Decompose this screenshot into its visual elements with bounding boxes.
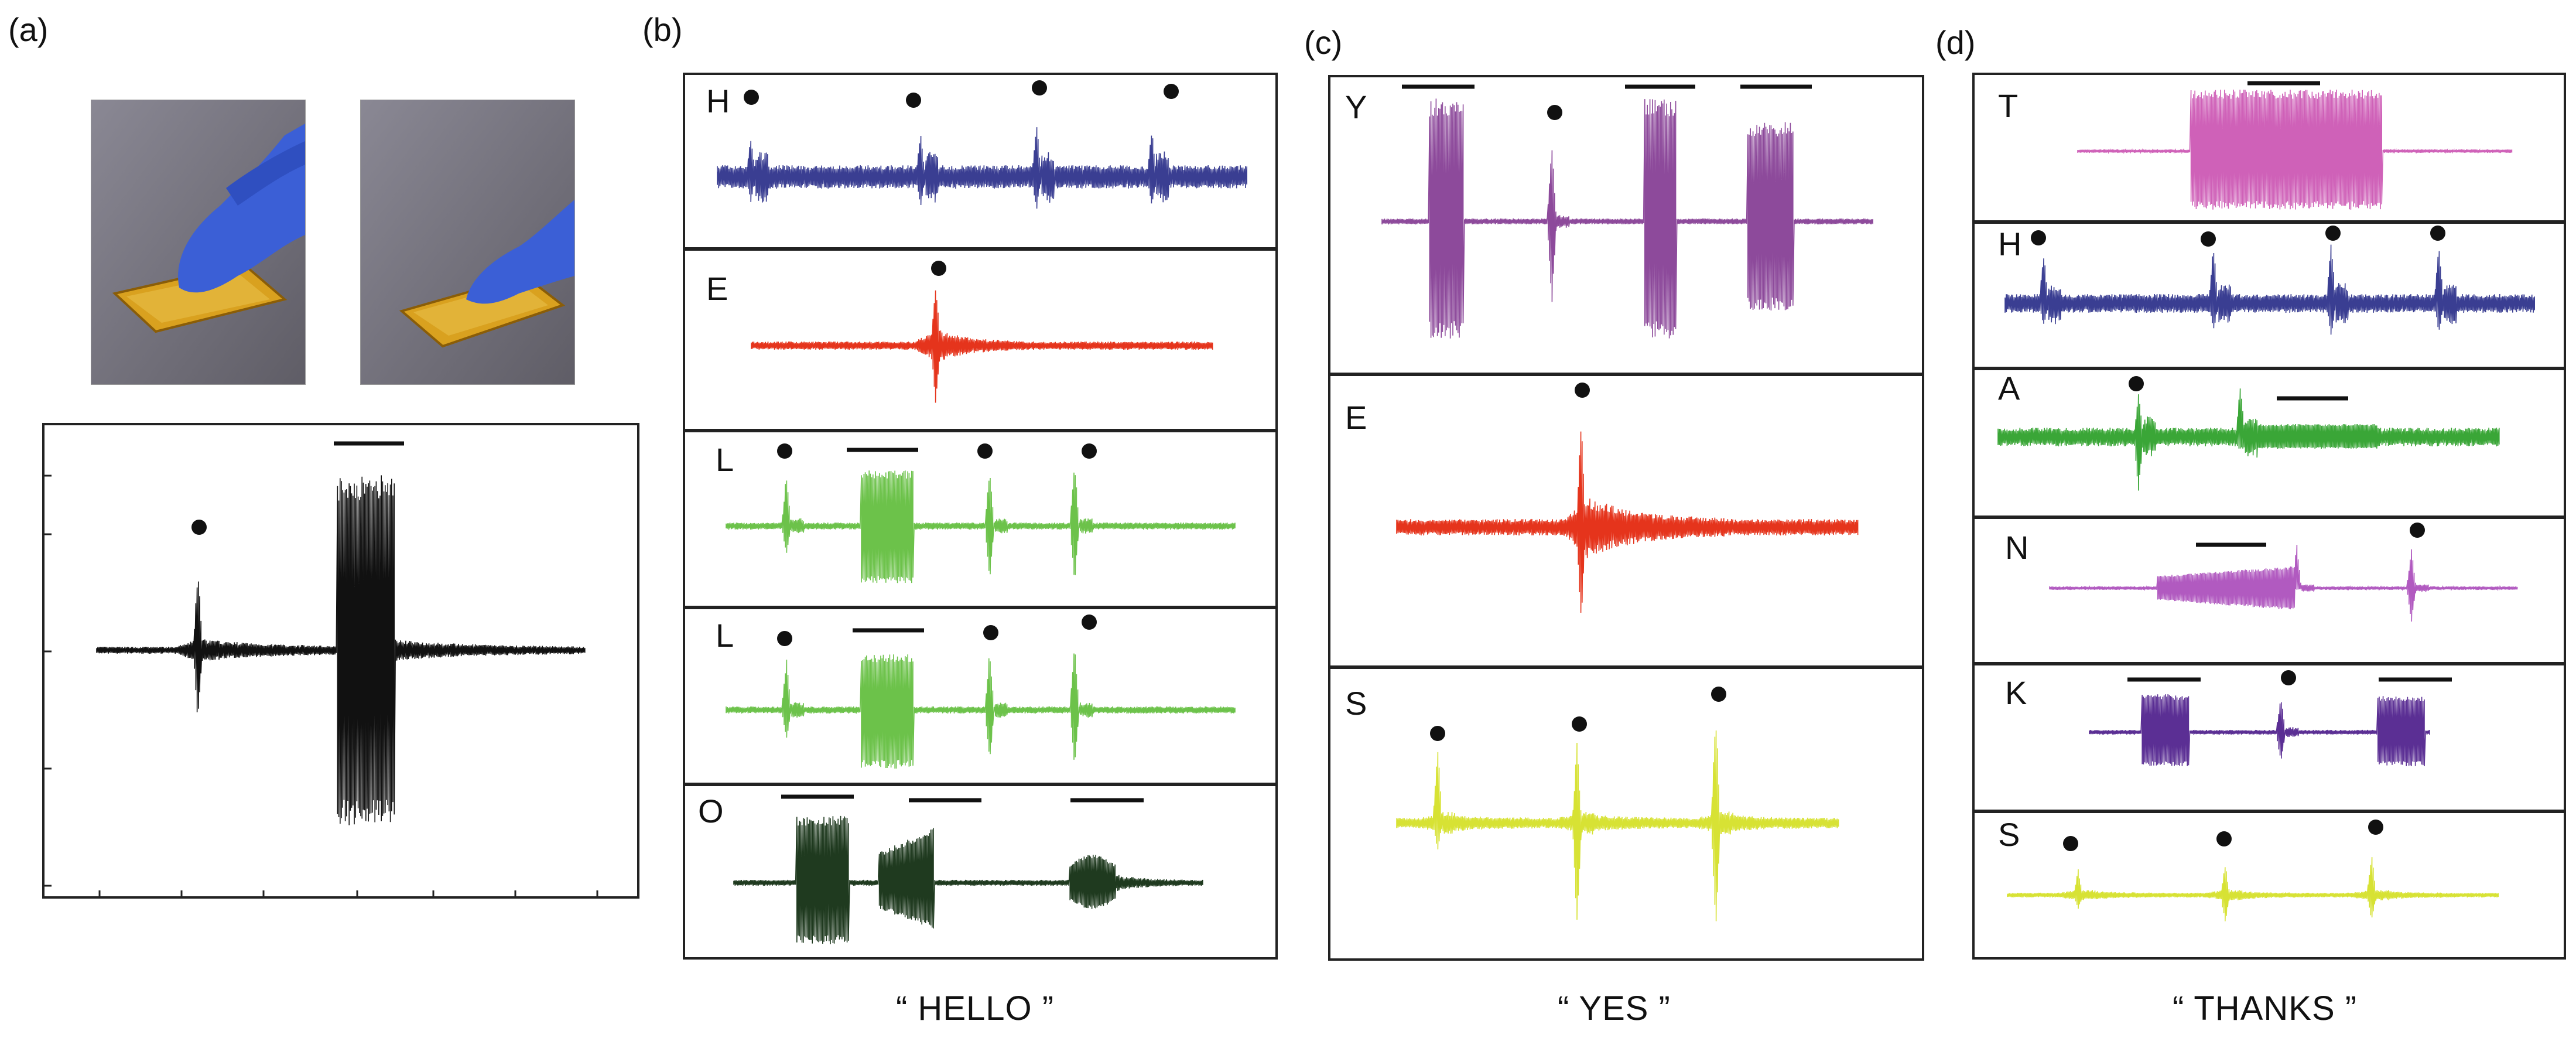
dot-marker-icon	[2430, 226, 2445, 241]
dot-marker-icon	[2325, 226, 2341, 241]
panel-label-b: (b)	[642, 11, 683, 48]
dot-marker-icon	[191, 520, 207, 535]
letter-d-0: T	[1998, 87, 2019, 124]
trace-d-s	[2007, 857, 2499, 921]
dot-marker-icon	[906, 93, 921, 108]
trace-box-d-h	[1972, 221, 2566, 369]
dot-marker-icon	[2281, 670, 2296, 685]
letter-c-0: Y	[1345, 88, 1367, 125]
letter-c-1: E	[1345, 399, 1367, 436]
caption-hello: “ HELLO ”	[896, 989, 1055, 1027]
trace-c-y	[1381, 98, 1873, 339]
dot-marker-icon	[777, 631, 792, 646]
letter-d-4: K	[2005, 674, 2027, 711]
dot-marker-icon	[777, 443, 792, 459]
trace-c-e	[1396, 431, 1859, 613]
dot-marker-icon	[983, 625, 998, 640]
letter-b-4: O	[698, 793, 724, 829]
trace-d-a	[1997, 388, 2500, 491]
letter-d-5: S	[1998, 816, 2020, 853]
dot-marker-icon	[1430, 726, 1445, 741]
trace-d-h	[2004, 244, 2535, 335]
trace-d-k	[2089, 694, 2430, 767]
dot-marker-icon	[1082, 615, 1097, 630]
trace-b-l1	[726, 470, 1236, 583]
dot-marker-icon	[1711, 687, 1726, 702]
dot-marker-icon	[1164, 84, 1179, 99]
dot-marker-icon	[2063, 836, 2078, 851]
trace-box-d-s	[1972, 811, 2566, 960]
dot-marker-icon	[977, 443, 993, 459]
photo-finger-press	[91, 100, 306, 385]
dot-marker-icon	[744, 90, 759, 105]
dot-marker-icon	[1572, 716, 1587, 732]
trace-d-n	[2049, 544, 2518, 622]
caption-thanks: “ THANKS ”	[2173, 989, 2358, 1027]
trace-c-s	[1396, 730, 1839, 921]
panel-label-a: (a)	[8, 11, 49, 48]
dot-marker-icon	[2410, 523, 2425, 538]
letter-b-1: E	[706, 270, 728, 307]
trace-box-b-h	[683, 73, 1278, 250]
caption-yes: “ YES ”	[1558, 989, 1671, 1027]
trace-b-o	[733, 815, 1203, 944]
trace-box-c-s	[1328, 667, 1924, 961]
trace-box-b-o	[683, 784, 1278, 960]
letter-c-2: S	[1345, 685, 1367, 722]
dot-marker-icon	[1547, 105, 1562, 120]
dot-marker-icon	[1082, 443, 1097, 459]
trace-b-e	[751, 290, 1213, 403]
letter-b-3: L	[716, 617, 734, 654]
letter-b-2: L	[716, 441, 734, 478]
dot-marker-icon	[2031, 230, 2046, 245]
dot-marker-icon	[1032, 80, 1047, 95]
dot-marker-icon	[2201, 231, 2216, 247]
trace-d-t	[2077, 89, 2513, 210]
letter-d-2: A	[1998, 370, 2020, 407]
trace-a	[96, 475, 586, 825]
trace-b-l2	[726, 653, 1236, 769]
photo-finger-slide	[360, 100, 575, 385]
trace-b-h	[717, 127, 1247, 209]
letter-d-3: N	[2005, 529, 2029, 566]
panel-label-c: (c)	[1304, 24, 1343, 61]
panel-label-d: (d)	[1935, 24, 1976, 61]
letter-b-0: H	[706, 83, 730, 120]
dot-marker-icon	[2216, 831, 2232, 846]
dot-marker-icon	[1575, 383, 1590, 398]
dot-marker-icon	[2368, 820, 2383, 835]
letter-d-1: H	[1998, 226, 2022, 262]
trace-box-b-e	[683, 248, 1278, 431]
dot-marker-icon	[931, 261, 946, 276]
dot-marker-icon	[2129, 376, 2144, 391]
